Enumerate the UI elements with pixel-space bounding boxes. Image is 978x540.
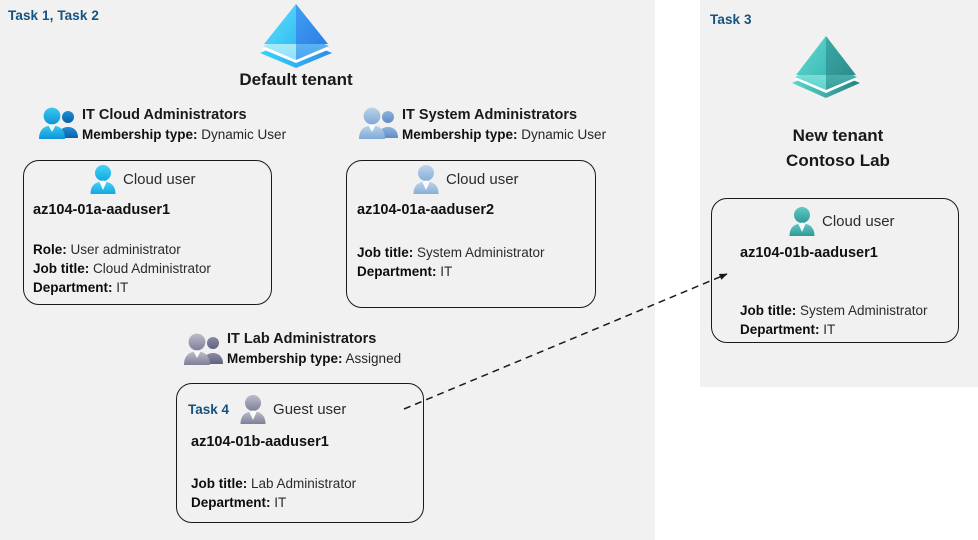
user-card-az104-01b-aaduser1-cloud[interactable] [711, 198, 959, 343]
group-name: IT Cloud Administrators [82, 107, 247, 123]
card-head-cloud-user-remote: Cloud user [788, 206, 895, 236]
attr-value: IT [274, 495, 287, 511]
card-head-guest-user: Task 4 Guest user [188, 394, 346, 424]
card-role-text: Cloud user [822, 212, 895, 230]
task-label-right: Task 3 [710, 12, 752, 27]
membership-label: Membership type: [82, 127, 198, 143]
membership-label: Membership type: [227, 351, 343, 367]
card-attributes-3: Job title: Lab Administrator Department:… [191, 474, 356, 512]
card-role-text: Cloud user [123, 170, 196, 188]
group-it-cloud-administrators: IT Cloud Administrators Membership type:… [82, 106, 286, 144]
attr-label: Department: [33, 280, 113, 296]
card-attr-row: Job title: System Administrator [357, 243, 545, 262]
membership-value: Dynamic User [521, 127, 607, 143]
guest-user-icon [239, 394, 267, 424]
group-it-lab-administrators: IT Lab Administrators Membership type: A… [227, 330, 401, 368]
card-head-cloud-user-1: Cloud user [89, 164, 196, 194]
attr-value: User administrator [70, 242, 181, 257]
card-username: az104-01b-aaduser1 [191, 434, 329, 450]
new-tenant-title-line2: Contoso Lab [786, 150, 890, 170]
task-label-left: Task 1, Task 2 [8, 8, 99, 23]
new-tenant-icon [790, 34, 862, 102]
card-username: az104-01a-aaduser2 [357, 202, 495, 218]
task-label-inline: Task 4 [188, 401, 230, 417]
cloud-user-icon [412, 164, 440, 194]
membership-label: Membership type: [402, 127, 518, 143]
attr-value: System Administrator [800, 303, 928, 318]
cloud-user-icon [788, 206, 816, 236]
attr-label: Job title: [740, 303, 797, 318]
group-users-icon-lab-admins [183, 333, 225, 367]
default-tenant-title: Default tenant [239, 70, 353, 89]
card-attr-row: Job title: Cloud Administrator [33, 259, 211, 278]
card-attributes-2: Job title: System Administrator Departme… [357, 243, 545, 281]
group-users-icon-system-admins [358, 107, 400, 141]
card-role-text: Guest user [273, 400, 347, 418]
azure-ad-tenant-icon [258, 2, 334, 72]
card-attributes-remote: Job title: System Administrator Departme… [740, 301, 928, 339]
attr-value: IT [823, 322, 836, 338]
attr-label: Department: [740, 322, 820, 338]
membership-value: Dynamic User [201, 127, 287, 143]
card-attr-row: Role: User administrator [33, 240, 211, 259]
attr-value: Lab Administrator [251, 476, 357, 491]
attr-value: IT [116, 280, 129, 296]
cloud-user-icon [89, 164, 117, 194]
card-attr-row: Department: IT [740, 320, 928, 339]
new-tenant-title-line1: New tenant [792, 126, 884, 145]
attr-value: System Administrator [417, 245, 545, 260]
card-attr-row: Department: IT [191, 493, 356, 512]
card-head-cloud-user-2: Cloud user [412, 164, 519, 194]
group-membership: Membership type: Assigned [227, 350, 401, 368]
group-membership: Membership type: Dynamic User [402, 126, 606, 144]
attr-label: Department: [191, 495, 271, 511]
membership-value: Assigned [345, 351, 402, 367]
card-attr-row: Department: IT [33, 278, 211, 297]
card-role-text: Cloud user [446, 170, 519, 188]
card-username: az104-01b-aaduser1 [740, 245, 878, 261]
group-users-icon-cloud-admins [38, 107, 80, 141]
group-name: IT System Administrators [402, 107, 578, 123]
card-attributes-1: Role: User administrator Job title: Clou… [33, 240, 211, 297]
new-tenant-title: New tenant Contoso Lab [706, 124, 970, 173]
user-card-az104-01a-aaduser1[interactable] [23, 160, 272, 305]
attr-label: Role: [33, 242, 67, 257]
group-name: IT Lab Administrators [227, 331, 377, 347]
attr-label: Job title: [33, 261, 90, 277]
group-membership: Membership type: Dynamic User [82, 126, 286, 144]
card-attr-row: Job title: System Administrator [740, 301, 928, 320]
card-username: az104-01a-aaduser1 [33, 202, 171, 218]
card-attr-row: Job title: Lab Administrator [191, 474, 356, 493]
attr-value: IT [440, 264, 453, 280]
attr-label: Job title: [191, 476, 248, 491]
attr-label: Department: [357, 264, 437, 280]
card-attr-row: Department: IT [357, 262, 545, 281]
user-card-az104-01b-aaduser1-guest[interactable] [176, 383, 424, 523]
attr-value: Cloud Administrator [93, 261, 211, 277]
group-it-system-administrators: IT System Administrators Membership type… [402, 106, 606, 144]
attr-label: Job title: [357, 245, 414, 260]
